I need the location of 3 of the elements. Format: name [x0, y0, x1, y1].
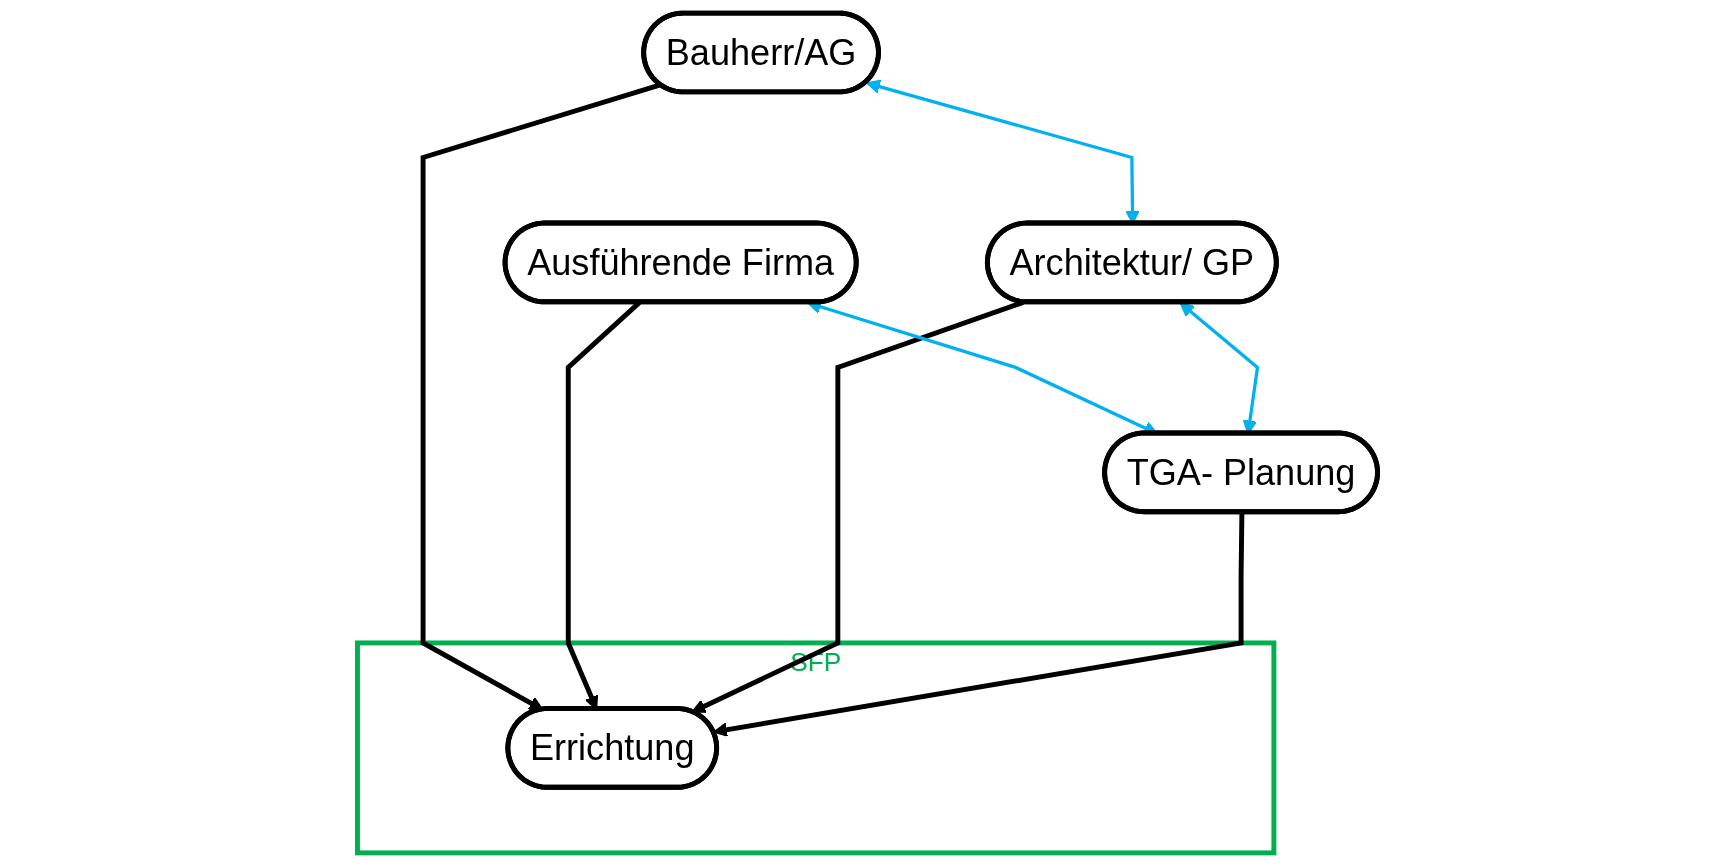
- arrow: [691, 300, 1024, 713]
- arrow: [420, 82, 662, 711]
- arrow: [713, 512, 1245, 737]
